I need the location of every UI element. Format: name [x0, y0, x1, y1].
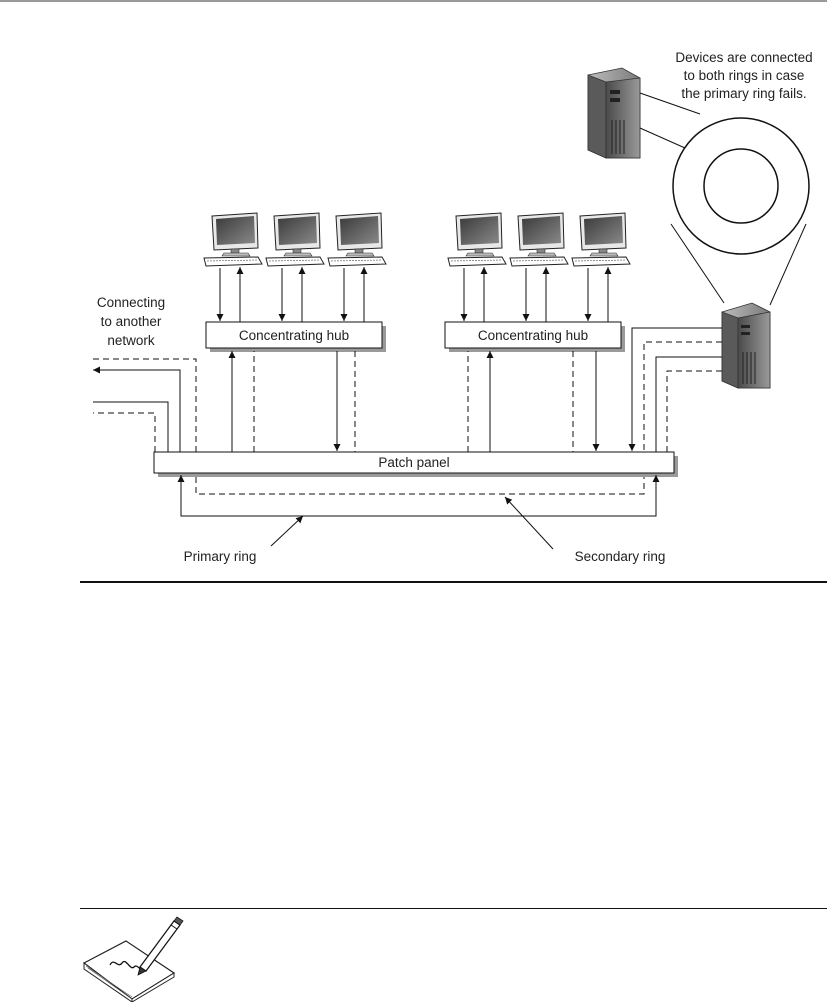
primary-ring-label: Primary ring [184, 549, 257, 564]
concentrating-hub-right: Concentrating hub [444, 321, 625, 352]
primary-ring-pointer [270, 515, 304, 547]
external-network-links [93, 358, 197, 452]
secondary-ring-loop [195, 477, 645, 495]
note-top-rule [80, 908, 827, 909]
workstation-icon [509, 212, 569, 267]
server-panel-links [628, 327, 722, 452]
secondary-ring-label: Secondary ring [575, 549, 666, 564]
external-line-1: Connecting [97, 295, 165, 310]
hub-panel-links [228, 351, 600, 452]
workstation-group [203, 212, 631, 267]
external-network-label: Connecting to another network [97, 295, 165, 348]
callout-line-2: to both rings in case [684, 68, 805, 83]
external-line-3: network [107, 333, 155, 348]
server-icon-right [721, 302, 771, 389]
notepad-pencil-icon [82, 916, 184, 1002]
fddi-network-diagram: Devices are connected to both rings in c… [93, 50, 813, 564]
primary-ring-loop [177, 475, 657, 517]
workstation-icon [571, 212, 631, 267]
secondary-ring-pointer [504, 496, 554, 550]
patch-panel: Patch panel [153, 451, 678, 477]
workstation-icon [327, 212, 387, 267]
callout-line-3: the primary ring fails. [681, 86, 806, 101]
workstation-icon [203, 212, 263, 267]
workstation-icon [265, 212, 325, 267]
ring-loops [177, 475, 660, 517]
concentrating-hub-left: Concentrating hub [205, 321, 386, 352]
workstation-hub-links [216, 267, 612, 322]
figure-bottom-rule [80, 581, 827, 583]
callout-line-a [639, 92, 701, 115]
dual-ring-callout [670, 117, 810, 306]
patch-panel-label: Patch panel [378, 455, 449, 470]
external-line-2: to another [101, 314, 162, 329]
workstation-icon [447, 212, 507, 267]
hub-right-label: Concentrating hub [478, 328, 588, 343]
server-icon-top [587, 67, 641, 159]
callout-line-1: Devices are connected [675, 50, 812, 65]
hub-left-label: Concentrating hub [239, 328, 349, 343]
callout-text: Devices are connected to both rings in c… [675, 50, 812, 101]
page-top-rule [0, 0, 827, 2]
inner-ring-circle [703, 148, 779, 224]
